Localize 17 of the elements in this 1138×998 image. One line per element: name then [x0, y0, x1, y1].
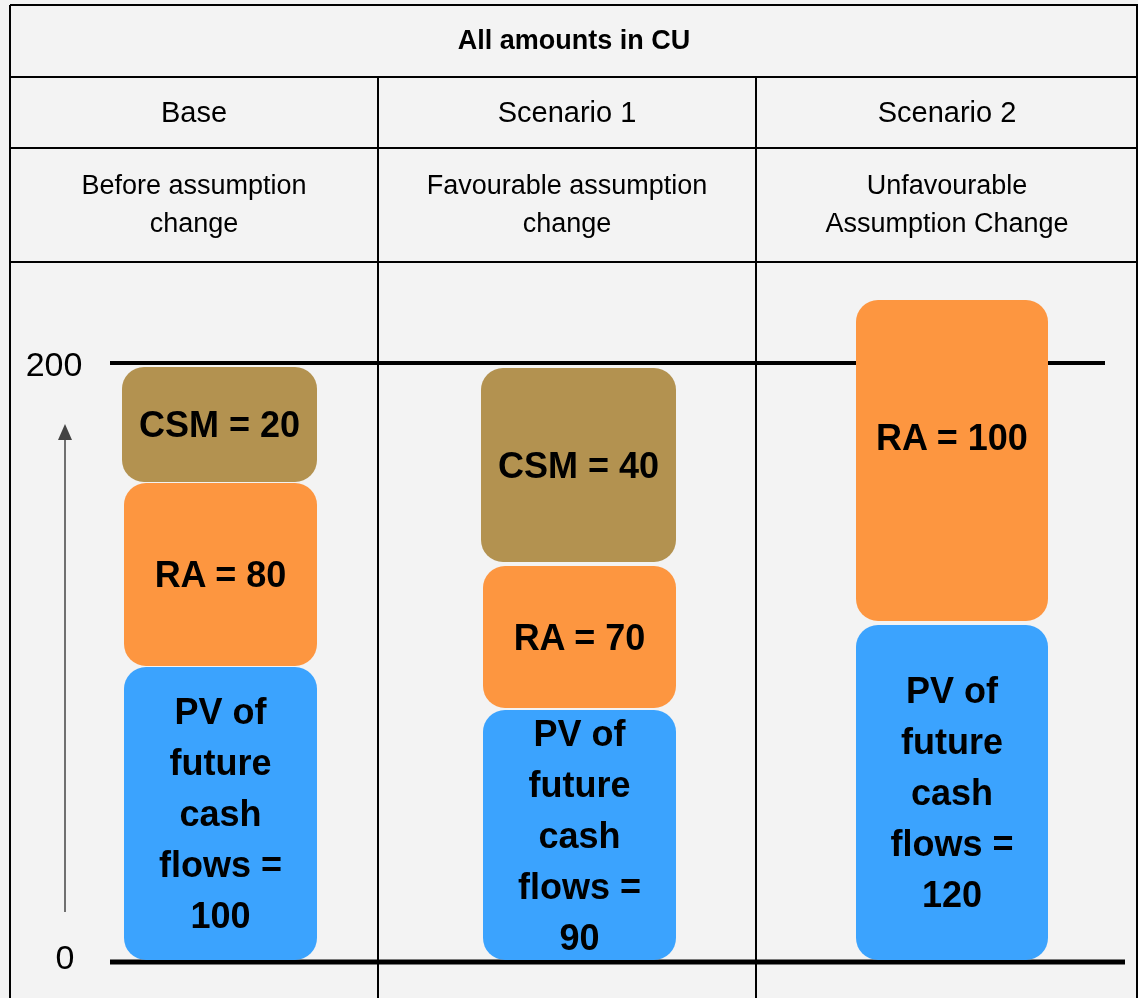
risk-adjustment-block: RA = 80 [124, 483, 317, 666]
risk-adjustment-block: RA = 100 [856, 300, 1048, 621]
column-description: Favourable assumption change [425, 169, 709, 240]
column-header: Scenario 1 [497, 95, 637, 131]
csm-block: CSM = 20 [122, 367, 317, 482]
column-header: Scenario 2 [877, 95, 1017, 131]
csm-block: CSM = 40 [481, 368, 676, 562]
risk-adjustment-block: RA = 70 [483, 566, 676, 708]
axis-label: 0 [55, 937, 75, 979]
column-description: Before assumption change [80, 169, 308, 240]
axis-label: 200 [25, 344, 83, 386]
cash-flow-block: PV of future cash flows = 100 [124, 667, 317, 960]
column-header: Base [160, 95, 228, 131]
table-title: All amounts in CU [457, 24, 691, 58]
cash-flow-block: PV of future cash flows = 120 [856, 625, 1048, 960]
column-description: Unfavourable Assumption Change [824, 169, 1070, 240]
cash-flow-block: PV of future cash flows = 90 [483, 710, 676, 960]
